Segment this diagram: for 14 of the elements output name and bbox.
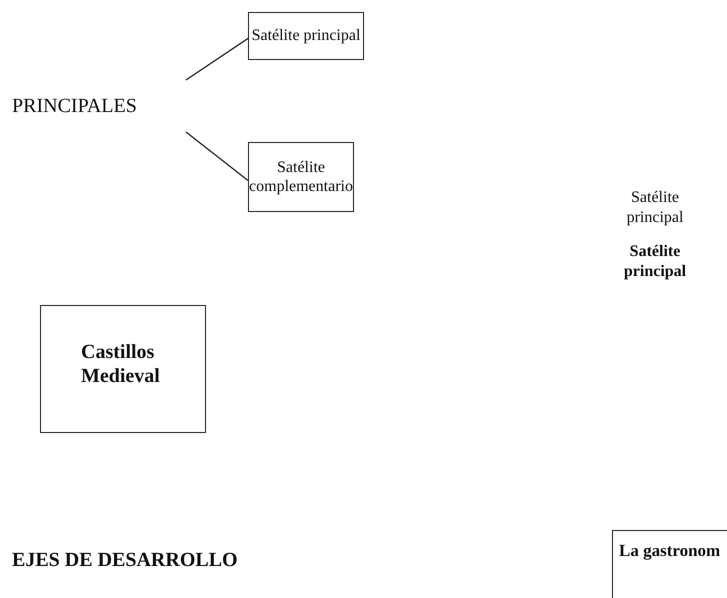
- satellite-box: [248, 142, 354, 212]
- box-text: Satélite complementario: [249, 158, 353, 196]
- satellite-label: Satélite principal: [622, 242, 688, 282]
- category-label: PRINCIPALES: [12, 94, 137, 118]
- connector-line: [186, 131, 248, 182]
- box-text: Satélite principal: [252, 26, 360, 46]
- satellite-box: [248, 12, 364, 60]
- gastronomy-box: [612, 530, 727, 598]
- castle-box: [40, 305, 206, 433]
- satellite-label: Satélite principal: [626, 188, 684, 228]
- box-text: La gastronom: [619, 541, 720, 562]
- box-text: Castillos Medieval: [81, 340, 161, 388]
- connector-line: [186, 38, 248, 81]
- axis-heading: EJES DE DESARROLLO: [12, 548, 239, 573]
